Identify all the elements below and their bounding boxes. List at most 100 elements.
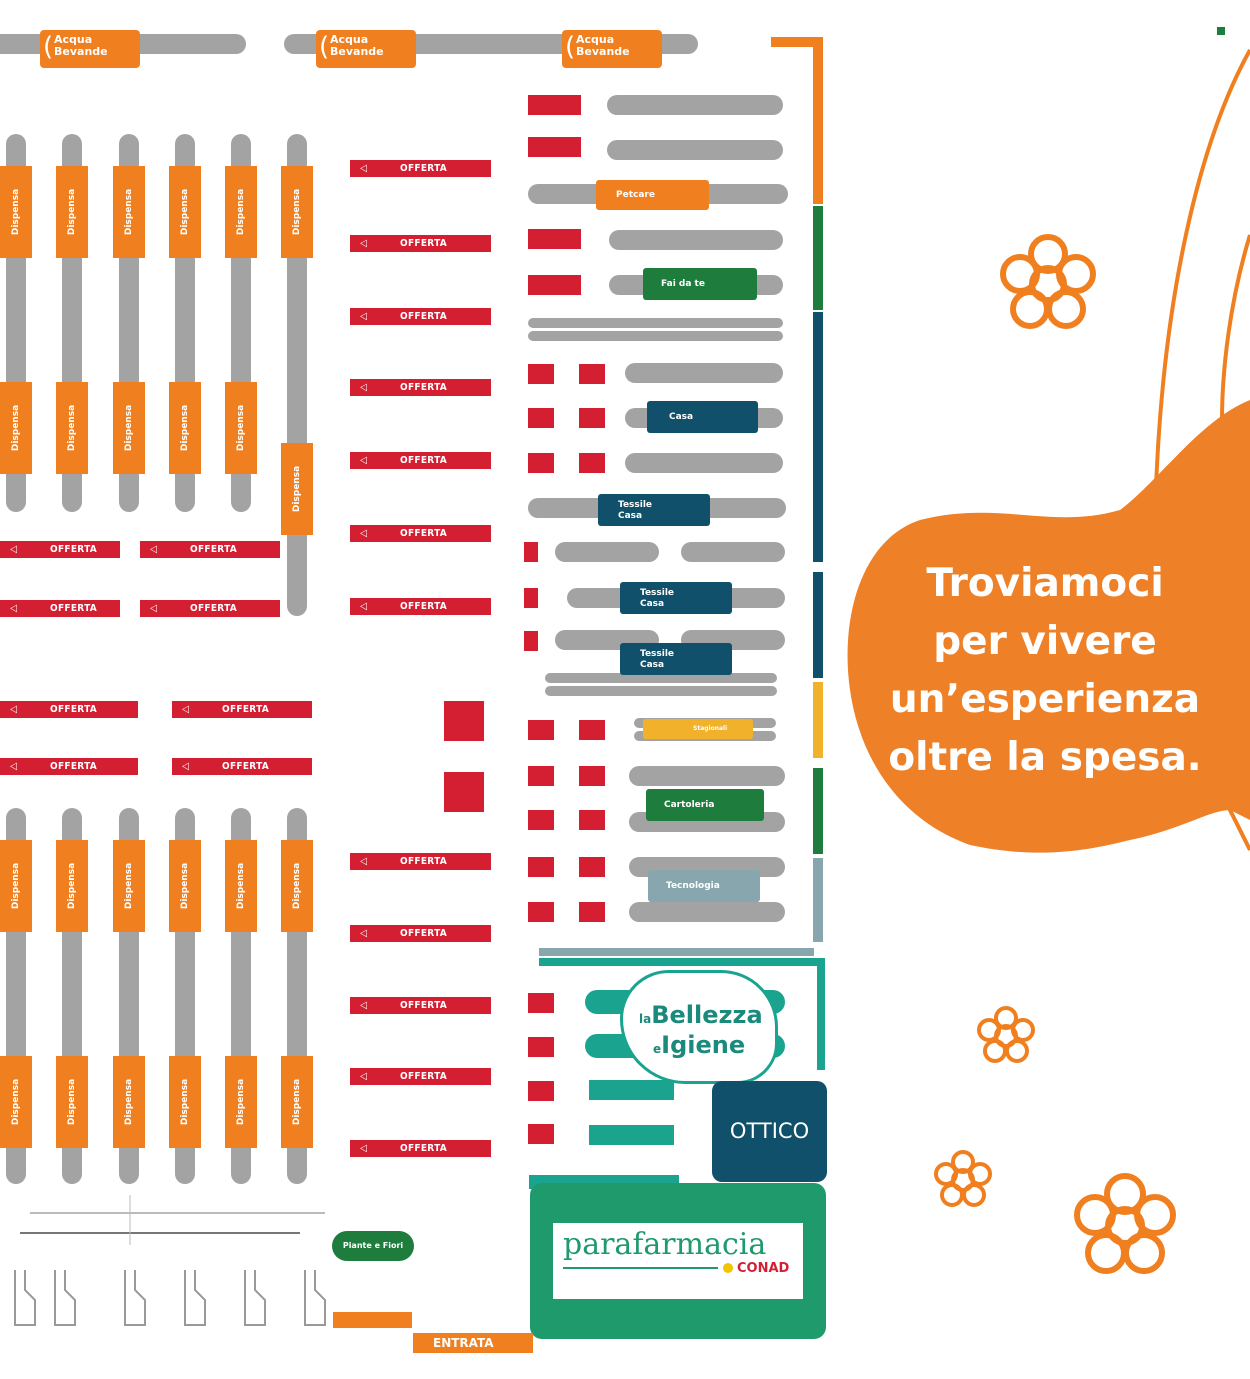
shelf [545, 686, 777, 696]
megaphone-icon: ◁ [150, 603, 158, 614]
entrance-sign[interactable]: ENTRATA [413, 1333, 533, 1353]
offer-text: OFFERTA [50, 544, 97, 555]
offer-label[interactable]: ◁OFFERTA [350, 1140, 491, 1157]
section-stagionali[interactable]: Stagionali [643, 719, 753, 739]
section-tessile-casa[interactable]: Tessile Casa [620, 582, 732, 614]
offer-block [524, 631, 538, 651]
section-dispensa[interactable]: Dispensa [113, 166, 145, 258]
section-dispensa[interactable]: Dispensa [0, 382, 32, 474]
section-dispensa-label: Dispensa [292, 465, 302, 513]
shelf-teal [589, 1080, 674, 1100]
offer-label[interactable]: ◁OFFERTA [0, 758, 138, 775]
offer-label[interactable]: ◁ OFFERTA [350, 235, 491, 252]
offer-label[interactable]: ◁OFFERTA [0, 701, 138, 718]
offer-label[interactable]: ◁OFFERTA [172, 758, 312, 775]
offer-block [528, 95, 581, 115]
shelf [555, 542, 659, 562]
section-cartoleria[interactable]: Cartoleria [646, 789, 764, 821]
section-tessile-casa[interactable]: Tessile Casa [620, 643, 732, 675]
offer-label[interactable]: ◁OFFERTA [0, 541, 120, 558]
shelf [545, 673, 777, 683]
section-dispensa[interactable]: Dispensa [56, 1056, 88, 1148]
headline-line: Troviamoci [926, 561, 1164, 606]
offer-label[interactable]: ◁OFFERTA [350, 853, 491, 870]
section-dispensa[interactable]: Dispensa [225, 166, 257, 258]
section-casa[interactable]: Casa [647, 401, 758, 433]
section-dispensa[interactable]: Dispensa [225, 1056, 257, 1148]
megaphone-icon: ◁ [150, 544, 158, 555]
shelf [528, 331, 783, 341]
megaphone-icon: ◁ [10, 603, 18, 614]
offer-text: OFFERTA [400, 238, 447, 249]
offer-label[interactable]: ◁OFFERTA [350, 1068, 491, 1085]
section-dispensa[interactable]: Dispensa [0, 166, 32, 258]
offer-text: OFFERTA [222, 704, 269, 715]
offer-block [579, 810, 605, 830]
shelf [607, 95, 783, 115]
section-tessile-casa[interactable]: Tessile Casa [598, 494, 710, 526]
headline-line: per vivere [933, 619, 1157, 664]
section-ottico[interactable]: OTTICO [712, 1081, 827, 1182]
offer-block [528, 810, 554, 830]
headline-line: un’esperienza [889, 677, 1201, 722]
section-dispensa[interactable]: Dispensa [281, 840, 313, 932]
shelf [625, 453, 783, 473]
section-dispensa[interactable]: Dispensa [169, 840, 201, 932]
offer-label[interactable]: ◁OFFERTA [350, 379, 491, 396]
section-dispensa[interactable]: Dispensa [113, 840, 145, 932]
decor-stem-right [1220, 234, 1250, 421]
section-dispensa[interactable]: Dispensa [0, 1056, 32, 1148]
offer-block [579, 364, 605, 384]
offer-label[interactable]: ◁OFFERTA [350, 598, 491, 615]
flower-icon [1074, 1173, 1176, 1274]
section-fai-da-te[interactable]: Fai da te [643, 268, 757, 300]
section-dispensa-label: Dispensa [67, 404, 77, 452]
section-dispensa[interactable]: Dispensa [281, 166, 313, 258]
megaphone-icon: ◁ [360, 238, 368, 249]
section-dispensa[interactable]: Dispensa [281, 443, 313, 535]
offer-text: OFFERTA [400, 928, 447, 939]
section-dispensa-label: Dispensa [292, 188, 302, 236]
section-dispensa[interactable]: Dispensa [225, 840, 257, 932]
offer-label[interactable]: ◁ OFFERTA [350, 925, 491, 942]
megaphone-icon: ◁ [360, 382, 368, 393]
offer-label[interactable]: ◁OFFERTA [140, 600, 280, 617]
section-dispensa[interactable]: Dispensa [169, 382, 201, 474]
offer-label[interactable]: ◁ OFFERTA [350, 452, 491, 469]
megaphone-icon: ◁ [182, 761, 190, 772]
shelf [681, 542, 785, 562]
section-dispensa[interactable]: Dispensa [113, 382, 145, 474]
megaphone-icon: ◁ [360, 455, 368, 466]
section-bellezza-igiene[interactable]: laBellezza eIgiene [620, 970, 778, 1084]
section-dispensa[interactable]: Dispensa [56, 382, 88, 474]
section-dispensa[interactable]: Dispensa [225, 382, 257, 474]
section-parafarmacia[interactable]: parafarmacia CONAD [530, 1183, 826, 1339]
decor-stem [1153, 49, 1250, 521]
offer-label[interactable]: ◁OFFERTA [0, 600, 120, 617]
section-petcare[interactable]: Petcare [596, 180, 709, 210]
offer-label[interactable]: ◁OFFERTA [350, 997, 491, 1014]
offer-label[interactable]: ◁OFFERTA [350, 160, 491, 177]
section-dispensa[interactable]: Dispensa [113, 1056, 145, 1148]
offer-label[interactable]: ◁OFFERTA [350, 308, 491, 325]
shelf [607, 140, 783, 160]
section-dispensa[interactable]: Dispensa [56, 166, 88, 258]
section-tecnologia[interactable]: Tecnologia [648, 870, 760, 902]
section-dispensa[interactable]: Dispensa [169, 166, 201, 258]
section-dispensa[interactable]: Dispensa [0, 840, 32, 932]
conad-logo-icon [723, 1263, 733, 1273]
section-dispensa[interactable]: Dispensa [56, 840, 88, 932]
offer-label[interactable]: ◁OFFERTA [140, 541, 280, 558]
offer-text: OFFERTA [400, 528, 447, 539]
offer-label[interactable]: ◁OFFERTA [350, 525, 491, 542]
section-dispensa[interactable]: Dispensa [281, 1056, 313, 1148]
section-dispensa[interactable]: Dispensa [169, 1056, 201, 1148]
offer-text: OFFERTA [400, 455, 447, 466]
offer-label[interactable]: ◁OFFERTA [172, 701, 312, 718]
megaphone-icon: ◁ [360, 928, 368, 939]
offer-text: OFFERTA [400, 1071, 447, 1082]
section-piante-fiori[interactable]: Piante e Fiori [332, 1231, 414, 1261]
